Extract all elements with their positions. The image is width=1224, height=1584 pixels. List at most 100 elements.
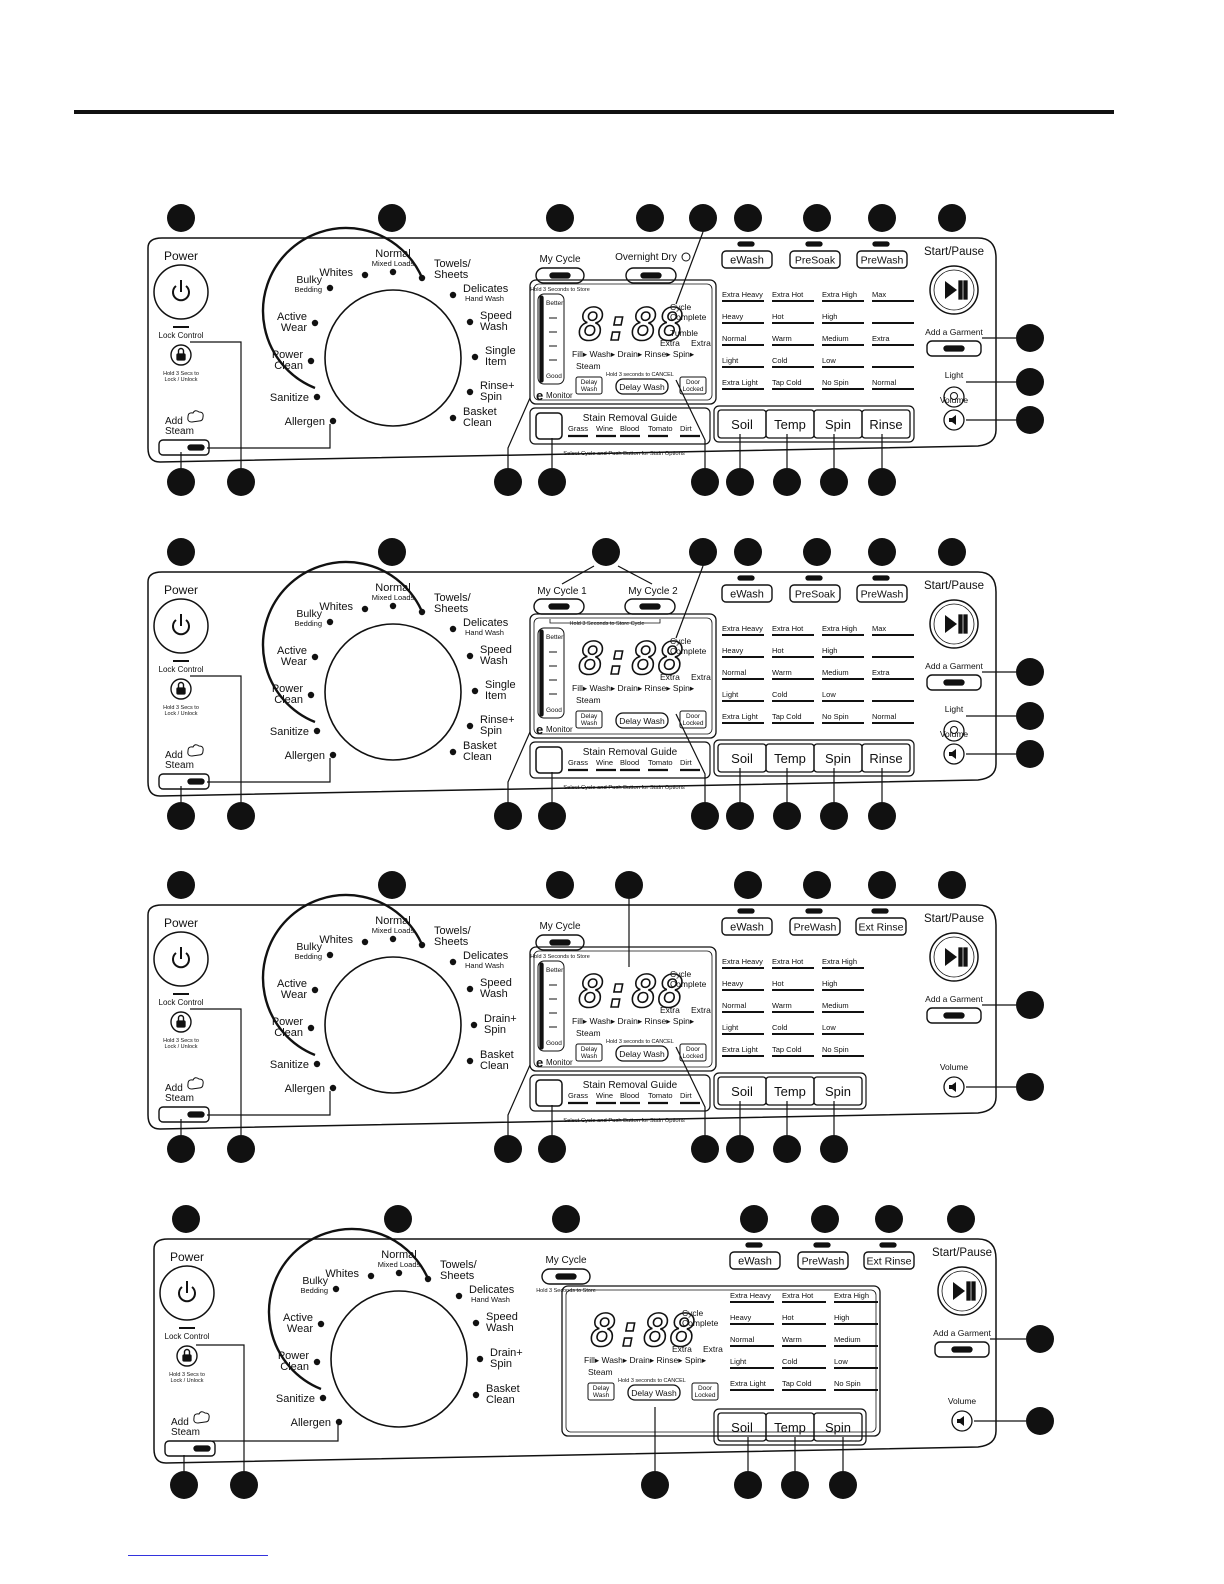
button-frame[interactable] bbox=[789, 917, 841, 936]
stain-guide-button[interactable] bbox=[535, 746, 563, 774]
button-frame[interactable] bbox=[789, 250, 841, 269]
button-frame[interactable] bbox=[721, 917, 773, 936]
volume-button[interactable] bbox=[943, 743, 965, 765]
button-frame[interactable] bbox=[797, 1251, 849, 1270]
stain-guide-button[interactable] bbox=[535, 412, 563, 440]
volume-button[interactable] bbox=[951, 1410, 973, 1432]
button-frame[interactable] bbox=[721, 250, 773, 269]
setting-button-spin[interactable]: Spin bbox=[813, 743, 863, 773]
cycle-dial[interactable] bbox=[324, 623, 462, 761]
lock-button[interactable] bbox=[170, 344, 192, 366]
button-frame[interactable] bbox=[856, 584, 908, 603]
lock-control-label: Lock Control bbox=[165, 1332, 210, 1341]
option-button-prewash[interactable]: PreWash bbox=[856, 584, 908, 603]
button-frame[interactable] bbox=[863, 1251, 915, 1270]
option-button-ext-rinse[interactable]: Ext Rinse bbox=[855, 917, 907, 936]
add-garment-button[interactable] bbox=[926, 340, 982, 357]
button-frame[interactable] bbox=[541, 1268, 591, 1285]
stain-guide-button[interactable] bbox=[535, 1079, 563, 1107]
delay-wash-button[interactable] bbox=[615, 378, 669, 395]
callout-marker bbox=[494, 468, 522, 496]
start-pause-button[interactable] bbox=[929, 265, 979, 315]
cycle-dot bbox=[449, 958, 457, 966]
option-button-prewash[interactable]: PreWash bbox=[797, 1251, 849, 1270]
light-button[interactable] bbox=[943, 386, 965, 408]
option-button-ext-rinse[interactable]: Ext Rinse bbox=[863, 1251, 915, 1270]
power-button[interactable] bbox=[159, 1265, 215, 1321]
cycle-dot bbox=[329, 417, 337, 425]
my-cycle-button[interactable] bbox=[535, 267, 585, 284]
power-button[interactable] bbox=[153, 264, 209, 320]
add-garment-button[interactable] bbox=[926, 1007, 982, 1024]
cycle-dial[interactable] bbox=[324, 289, 462, 427]
setting-button-rinse[interactable]: Rinse bbox=[861, 743, 911, 773]
cycle-dot bbox=[471, 687, 479, 695]
cycle-dial[interactable] bbox=[330, 1290, 468, 1428]
start-pause-button[interactable] bbox=[929, 932, 979, 982]
button-frame[interactable] bbox=[861, 743, 911, 773]
lock-button[interactable] bbox=[170, 1011, 192, 1033]
option-button-ewash[interactable]: eWash bbox=[729, 1251, 781, 1270]
button-frame[interactable] bbox=[813, 1076, 863, 1106]
setting-button-soil[interactable]: Soil bbox=[717, 1076, 767, 1106]
button-frame[interactable] bbox=[625, 267, 677, 284]
power-button[interactable] bbox=[153, 931, 209, 987]
option-button-ewash[interactable]: eWash bbox=[721, 250, 773, 269]
cycle-label: Delicates bbox=[469, 1284, 515, 1296]
option-button-ewash[interactable]: eWash bbox=[721, 584, 773, 603]
setting-button-rinse[interactable]: Rinse bbox=[861, 409, 911, 439]
option-button-presoak[interactable]: PreSoak bbox=[789, 250, 841, 269]
cycle-dial[interactable] bbox=[324, 956, 462, 1094]
my-cycle-button[interactable] bbox=[535, 934, 585, 951]
my-cycle-2-button[interactable] bbox=[624, 598, 676, 615]
volume-button[interactable] bbox=[943, 1076, 965, 1098]
delay-wash-indicator-label: Delay bbox=[581, 379, 598, 386]
button-frame[interactable] bbox=[855, 917, 907, 936]
leader-line bbox=[617, 565, 653, 585]
setting-button-spin[interactable]: Spin bbox=[813, 1412, 863, 1442]
volume-button[interactable] bbox=[943, 409, 965, 431]
light-button[interactable] bbox=[943, 720, 965, 742]
power-button[interactable] bbox=[153, 598, 209, 654]
button-frame[interactable] bbox=[721, 584, 773, 603]
start-pause-button[interactable] bbox=[937, 1266, 987, 1316]
button-frame[interactable] bbox=[856, 250, 908, 269]
callout-marker bbox=[636, 204, 664, 232]
setting-button-soil[interactable]: Soil bbox=[717, 409, 767, 439]
lock-hint: Lock / Unlock bbox=[164, 1044, 197, 1050]
start-pause-button[interactable] bbox=[929, 599, 979, 649]
option-button-prewash[interactable]: PreWash bbox=[856, 250, 908, 269]
setting-button-spin[interactable]: Spin bbox=[813, 409, 863, 439]
delay-wash-button[interactable] bbox=[615, 1045, 669, 1062]
setting-button-temp[interactable]: Temp bbox=[765, 409, 815, 439]
start-pause-label: Start/Pause bbox=[924, 580, 984, 592]
button-frame[interactable] bbox=[535, 267, 585, 284]
delay-wash-button[interactable] bbox=[627, 1384, 681, 1401]
my-cycle-1-button[interactable] bbox=[533, 598, 585, 615]
setting-button-temp[interactable]: Temp bbox=[765, 1412, 815, 1442]
button-frame[interactable] bbox=[535, 934, 585, 951]
lock-button[interactable] bbox=[170, 678, 192, 700]
lock-button[interactable] bbox=[176, 1345, 198, 1367]
setting-label: No Spin bbox=[822, 378, 849, 387]
overnight-dry-button[interactable] bbox=[625, 267, 677, 284]
button-frame[interactable] bbox=[813, 1412, 863, 1442]
button-frame[interactable] bbox=[861, 409, 911, 439]
setting-button-temp[interactable]: Temp bbox=[765, 743, 815, 773]
setting-button-spin[interactable]: Spin bbox=[813, 1076, 863, 1106]
option-button-ewash[interactable]: eWash bbox=[721, 917, 773, 936]
display-frame-inner bbox=[533, 950, 713, 1068]
setting-button-soil[interactable]: Soil bbox=[717, 743, 767, 773]
button-frame[interactable] bbox=[789, 584, 841, 603]
cycle-label: Clean bbox=[280, 1361, 309, 1373]
my-cycle-button[interactable] bbox=[541, 1268, 591, 1285]
add-steam-button[interactable] bbox=[164, 1440, 216, 1457]
option-button-prewash[interactable]: PreWash bbox=[789, 917, 841, 936]
add-garment-button[interactable] bbox=[926, 674, 982, 691]
setting-button-temp[interactable]: Temp bbox=[765, 1076, 815, 1106]
button-frame[interactable] bbox=[729, 1251, 781, 1270]
setting-button-soil[interactable]: Soil bbox=[717, 1412, 767, 1442]
option-button-presoak[interactable]: PreSoak bbox=[789, 584, 841, 603]
add-garment-button[interactable] bbox=[934, 1341, 990, 1358]
delay-wash-button[interactable] bbox=[615, 712, 669, 729]
